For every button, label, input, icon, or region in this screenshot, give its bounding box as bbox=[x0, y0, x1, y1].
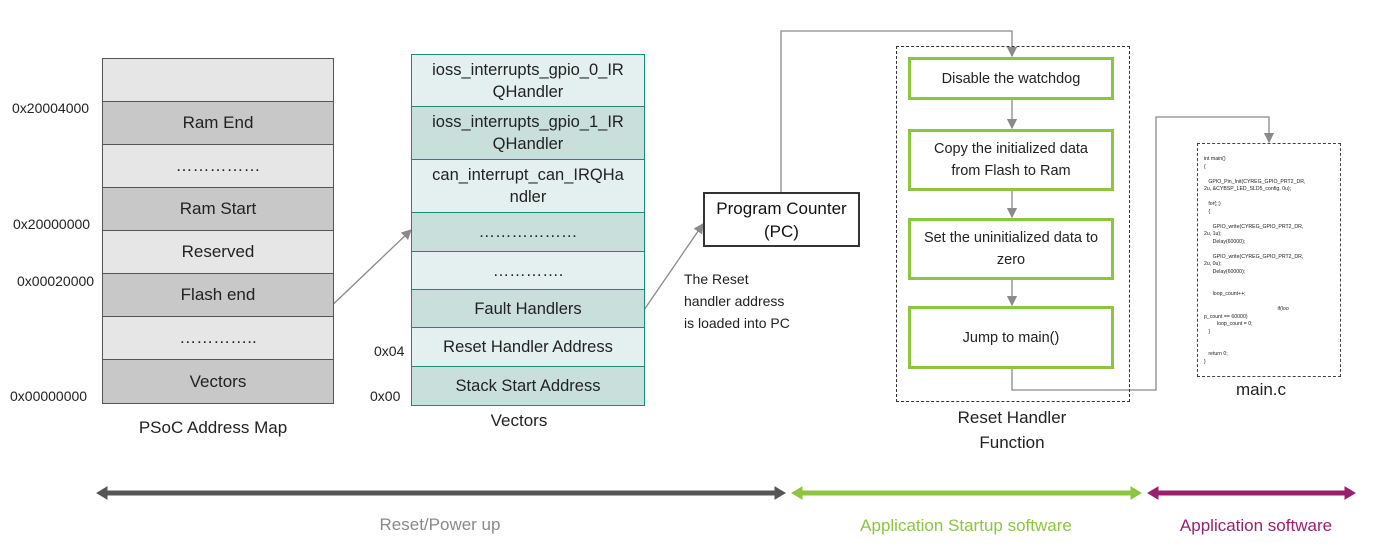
address-map-caption: PSoC Address Map bbox=[138, 418, 288, 437]
vector-cell-can: can_interrupt_can_IRQHa ndler bbox=[411, 159, 645, 213]
map-cell-ellipsis-1: …………… bbox=[102, 144, 334, 188]
map-cell-reserved: Reserved bbox=[102, 230, 334, 274]
address-0x00020000: 0x00020000 bbox=[17, 273, 95, 289]
main-source-listing: int main() { GPIO_Pin_Init(CYREG_GPIO_PR… bbox=[1197, 143, 1341, 377]
phase-bar-application bbox=[1147, 486, 1356, 500]
vector-cell-gpio1: ioss_interrupts_gpio_1_IR QHandler bbox=[411, 106, 645, 160]
address-0x20004000: 0x20004000 bbox=[12, 100, 90, 116]
vector-cell-fault-handlers: Fault Handlers bbox=[411, 289, 645, 328]
map-cell-ram-end: Ram End bbox=[102, 101, 334, 145]
offset-0x04: 0x04 bbox=[374, 343, 405, 359]
vectors-caption: Vectors bbox=[490, 411, 548, 430]
map-cell-vectors: Vectors bbox=[102, 359, 334, 404]
main-file-caption: main.c bbox=[1235, 380, 1287, 399]
phase-label-application: Application software bbox=[1179, 516, 1333, 535]
reset-handler-note: The Reset handler address is loaded into… bbox=[684, 271, 790, 331]
step-copy-initialized-data: Copy the initialized data from Flash to … bbox=[908, 129, 1114, 191]
vector-cell-ellipsis-1: ……………… bbox=[411, 212, 645, 252]
phase-label-startup: Application Startup software bbox=[860, 516, 1072, 535]
arrow-to-main bbox=[1011, 116, 1275, 391]
address-0x00000000: 0x00000000 bbox=[10, 388, 88, 404]
vector-cell-ellipsis-2: …………. bbox=[411, 251, 645, 290]
map-cell-ram-start: Ram Start bbox=[102, 187, 334, 231]
step-jump-to-main: Jump to main() bbox=[908, 306, 1114, 369]
vector-cell-reset-handler-address: Reset Handler Address bbox=[411, 327, 645, 367]
phase-bar-startup bbox=[791, 486, 1142, 500]
main-source-code: int main() { GPIO_Pin_Init(CYREG_GPIO_PR… bbox=[1204, 156, 1306, 365]
map-cell-ellipsis-2: ………….. bbox=[102, 316, 334, 360]
program-counter-box: Program Counter (PC) bbox=[703, 192, 860, 247]
map-cell-top bbox=[102, 58, 334, 102]
address-0x20000000: 0x20000000 bbox=[13, 216, 91, 232]
phase-bar-reset bbox=[96, 486, 786, 500]
step-zero-uninitialized-data: Set the uninitialized data to zero bbox=[908, 218, 1114, 280]
vector-cell-stack-start-address: Stack Start Address bbox=[411, 366, 645, 406]
reset-handler-container bbox=[896, 46, 1130, 402]
map-cell-flash-end: Flash end bbox=[102, 273, 334, 317]
vector-cell-gpio0: ioss_interrupts_gpio_0_IR QHandler bbox=[411, 54, 645, 107]
step-disable-watchdog: Disable the watchdog bbox=[908, 57, 1114, 100]
reset-handler-caption: Reset Handler Function bbox=[957, 408, 1067, 452]
arrow-pc-to-reset-handler bbox=[780, 30, 1018, 192]
phase-label-reset: Reset/Power up bbox=[379, 515, 501, 534]
offset-0x00: 0x00 bbox=[370, 388, 401, 404]
